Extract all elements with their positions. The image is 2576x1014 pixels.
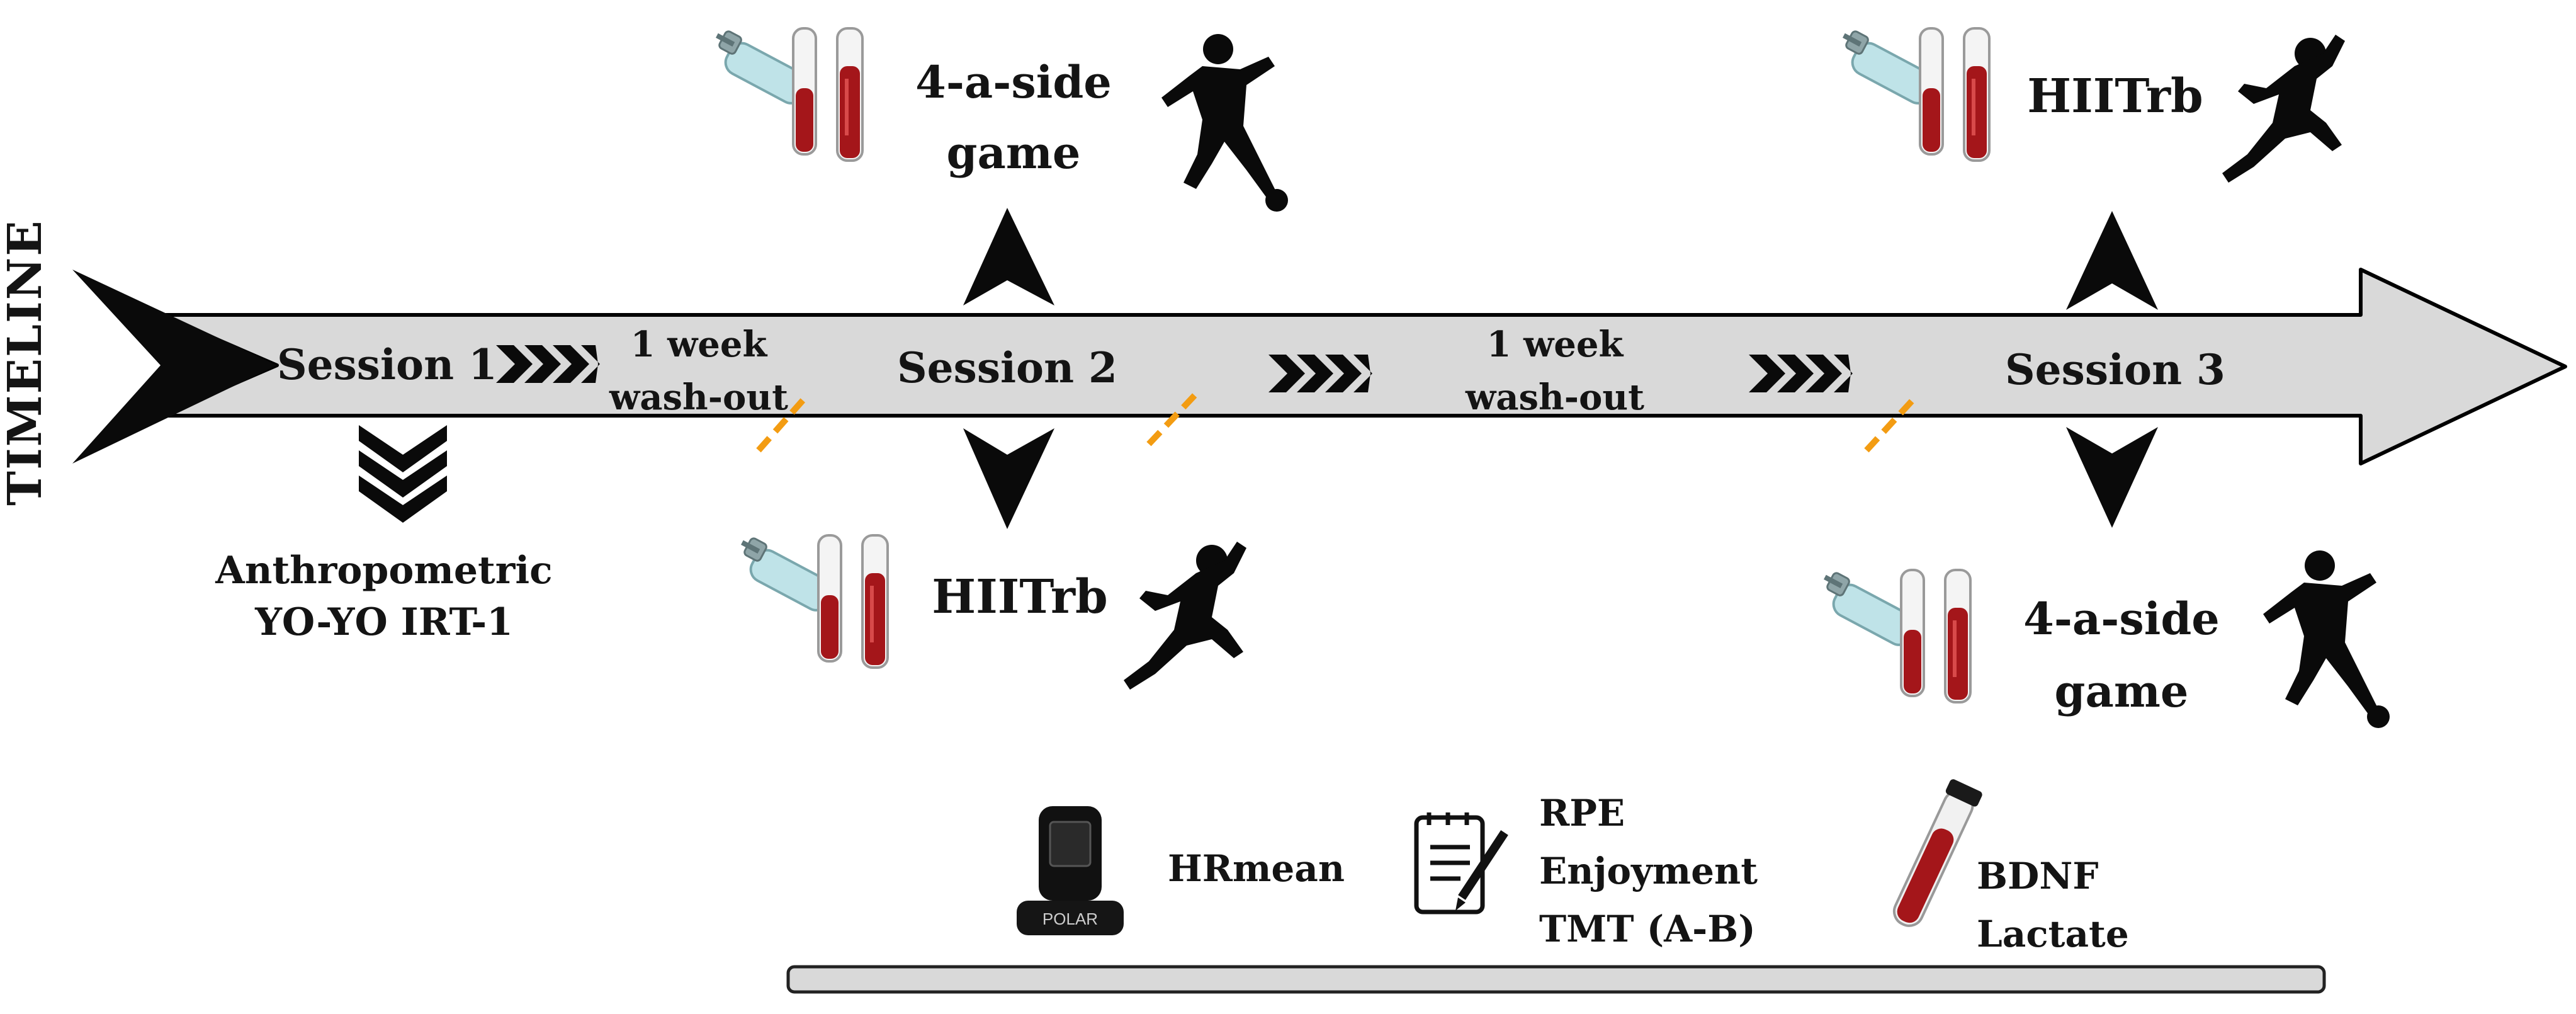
activity-line: HIITrb bbox=[932, 570, 1108, 624]
activity-line: game bbox=[946, 127, 1081, 179]
session-1-label: Session 1 bbox=[277, 340, 497, 389]
sprinter-icon bbox=[1124, 542, 1246, 690]
legend-questionnaire-label: RPE Enjoyment TMT (A-B) bbox=[1539, 784, 1758, 958]
up-arrowhead bbox=[2066, 211, 2158, 310]
session-3-label: Session 3 bbox=[2005, 345, 2225, 394]
washout-line: wash-out bbox=[1466, 377, 1644, 418]
activity-line: 4-a-side bbox=[915, 56, 1112, 108]
footballer-icon bbox=[1161, 34, 1288, 212]
activity-line: 4-a-side bbox=[2023, 593, 2220, 645]
sprinter-icon bbox=[2222, 35, 2345, 183]
footballer-icon bbox=[2263, 550, 2390, 728]
measurements-bar bbox=[786, 965, 2326, 994]
activity-line: HIITrb bbox=[2027, 69, 2203, 123]
session-2-bottom-activity: HIITrb bbox=[919, 570, 1121, 624]
legend-line: BDNF bbox=[1977, 855, 2099, 897]
clipboard-icon bbox=[1414, 812, 1508, 914]
timeline-arrow-tail bbox=[72, 270, 277, 464]
blood-sample-icon bbox=[1825, 570, 1970, 702]
legend-hr-label: HRmean bbox=[1168, 847, 1345, 890]
washout-line: wash-out bbox=[609, 377, 788, 418]
heart-rate-monitor-icon: POLAR bbox=[1017, 806, 1124, 935]
down-arrowhead bbox=[963, 428, 1054, 529]
washout-2-label: 1 week wash-out bbox=[1454, 318, 1656, 424]
washout-line: 1 week bbox=[1486, 324, 1624, 365]
svg-text:POLAR: POLAR bbox=[1042, 909, 1098, 928]
legend-blood-label: BDNF Lactate bbox=[1977, 847, 2129, 963]
blood-tube-icon bbox=[1892, 779, 1982, 927]
down-chevrons bbox=[359, 425, 447, 523]
activity-line: game bbox=[2054, 665, 2189, 717]
washout-1-label: 1 week wash-out bbox=[598, 318, 799, 424]
timeline-label: TIMELINE bbox=[0, 219, 52, 506]
legend-line: Enjoyment bbox=[1539, 850, 1758, 892]
measure-yoyo: YO-YO IRT-1 bbox=[255, 600, 513, 644]
session-2-label: Session 2 bbox=[897, 343, 1117, 392]
legend-line: Lactate bbox=[1977, 913, 2129, 955]
measure-anthropometric: Anthropometric bbox=[215, 549, 553, 593]
blood-sample-icon bbox=[717, 28, 862, 161]
legend-line: TMT (A-B) bbox=[1539, 908, 1756, 950]
legend-line: RPE bbox=[1539, 792, 1625, 835]
washout-line: 1 week bbox=[630, 324, 767, 365]
session-3-top-activity: HIITrb bbox=[2014, 69, 2216, 123]
blood-sample-icon bbox=[1844, 28, 1989, 161]
session-2-top-activity: 4-a-side game bbox=[894, 47, 1133, 188]
down-arrowhead bbox=[2066, 427, 2158, 528]
session-3-bottom-activity: 4-a-side game bbox=[2002, 583, 2241, 727]
break-mark bbox=[756, 388, 1919, 453]
session-1-measures: Anthropometric YO-YO IRT-1 bbox=[208, 545, 560, 648]
blood-sample-icon bbox=[742, 535, 888, 668]
legend-line: HRmean bbox=[1168, 847, 1345, 890]
up-arrowhead bbox=[963, 208, 1054, 305]
